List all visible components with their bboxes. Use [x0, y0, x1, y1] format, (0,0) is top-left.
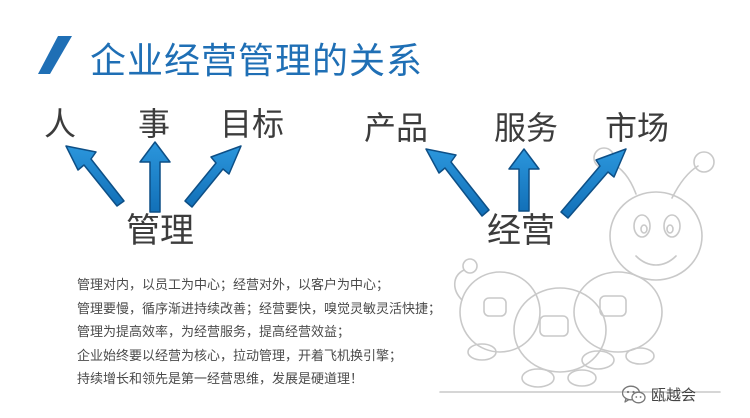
label-fuwu: 服务: [494, 109, 559, 147]
arrow-to-chanpin: [425, 148, 490, 217]
wechat-icon: [622, 385, 646, 403]
watermark-label: 瓯越会: [651, 386, 697, 404]
notes-block: 管理对内，以员工为中心；经营对外，以客户为中心； 管理要慢，循序渐进持续改善；经…: [77, 274, 441, 392]
arrow-to-ren: [65, 145, 125, 207]
arrow-to-shi: [139, 141, 171, 213]
note-line: 管理为提高效率，为经营服务，提高经营效益；: [77, 325, 351, 340]
note-line: 持续增长和领先是第一经营思维，发展是硬道理！: [77, 372, 364, 387]
label-jingying: 经营: [487, 211, 555, 251]
arrow-to-shichang: [560, 148, 627, 219]
note-line: 管理对内，以员工为中心；经营对外，以客户为中心；: [77, 278, 390, 293]
note-line: 管理要慢，循序渐进持续改善；经营要快，嗅觉灵敏灵活快捷；: [77, 301, 442, 317]
arrow-to-mubiao: [184, 145, 242, 208]
arrow-to-fuwu: [508, 148, 540, 212]
label-mubiao: 目标: [220, 105, 285, 143]
label-ren: 人: [44, 105, 77, 143]
watermark: 瓯越会: [622, 384, 696, 405]
label-guanli: 管理: [126, 211, 194, 251]
label-chanpin: 产品: [364, 109, 429, 147]
title-slash-icon: [38, 36, 72, 74]
slide-title: 企业经营管理的关系: [90, 41, 424, 82]
label-shi: 事: [138, 105, 171, 143]
note-line: 企业始终要以经营为核心，拉动管理，开着飞机换引擎；: [77, 348, 403, 364]
label-shichang: 市场: [605, 109, 670, 147]
